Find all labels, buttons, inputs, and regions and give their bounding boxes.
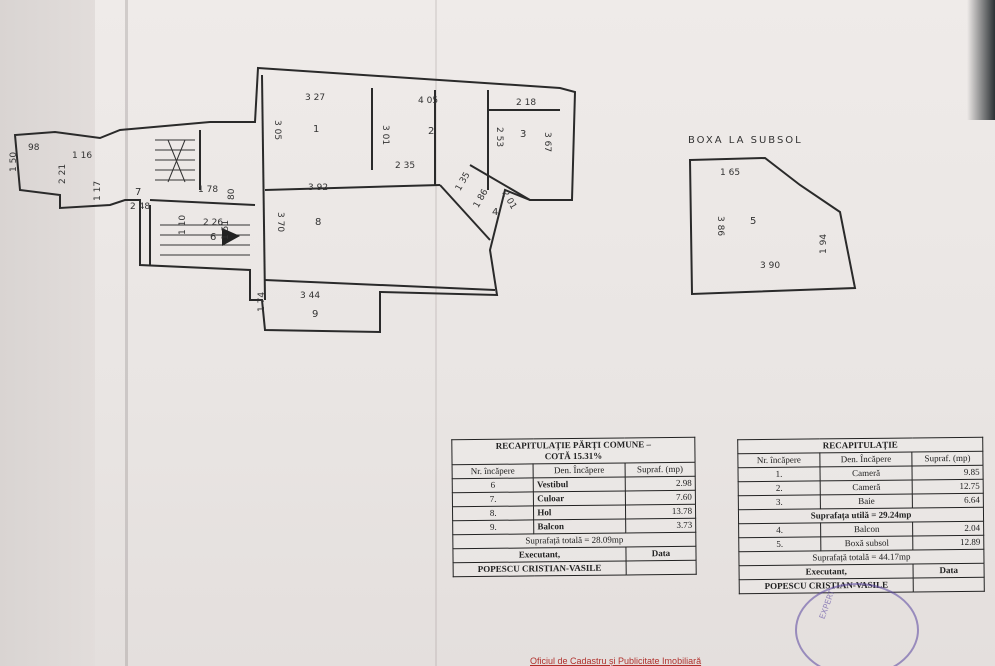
table-title: RECAPITULAȚIE PĂRȚI COMUNE –COTĂ 15.31%: [451, 437, 696, 465]
col-header-nr: Nr. încăpere: [452, 463, 534, 479]
basement-title: BOXA LA SUBSOL: [688, 135, 803, 146]
room-number: 7: [135, 187, 141, 198]
dim-label: 1 74: [257, 292, 267, 312]
col-header-den: Den. Încăpere: [819, 451, 913, 467]
dim-label: 3 05: [272, 120, 282, 140]
room-number: 8: [315, 217, 321, 228]
dim-label: 1 50: [9, 152, 19, 172]
data-label: Data: [625, 546, 697, 561]
dim-label: 1 94: [819, 234, 829, 254]
executant-name: POPESCU CRISTIAN-VASILE: [453, 560, 627, 577]
dim-label: 4 05: [418, 96, 438, 106]
dim-label: 3 90: [760, 261, 780, 271]
dim-label: 3 92: [308, 183, 328, 193]
dim-label: 2 21: [58, 164, 68, 184]
official-stamp: [795, 583, 919, 666]
common-parts-table: RECAPITULAȚIE PĂRȚI COMUNE –COTĂ 15.31% …: [451, 436, 697, 578]
room-number: 3: [520, 129, 526, 140]
dim-label: 3 27: [305, 93, 325, 103]
paper-fold-line: [125, 0, 128, 666]
footer-note: Oficiul de Cadastru și Publicitate Imobi…: [530, 656, 702, 666]
room-number: 2: [428, 126, 434, 137]
dim-label: 3 70: [275, 212, 285, 232]
dim-label: 2 26: [203, 218, 223, 228]
col-header-supr: Supraf. (mp): [912, 451, 983, 466]
col-header-nr: Nr. încăpere: [737, 452, 820, 468]
dim-label: 1 16: [72, 151, 92, 161]
dim-label: 1 35: [454, 171, 473, 193]
dim-label: 2 35: [395, 161, 415, 171]
dim-label: 1 78: [198, 185, 218, 195]
dim-label: 1 10: [178, 215, 188, 235]
dim-label: 2 18: [516, 98, 536, 108]
dim-label: 1 65: [720, 168, 740, 178]
data-cell: [913, 577, 985, 592]
dim-label: 3 01: [380, 125, 390, 145]
dim-label: 1 17: [93, 181, 103, 201]
room-number: 5: [750, 216, 756, 227]
dim-label: 3 86: [715, 216, 725, 236]
data-label: Data: [913, 563, 985, 578]
dim-label: 1 86: [472, 187, 491, 210]
dim-label: 2 53: [494, 127, 504, 147]
dim-label: 1 51: [221, 220, 231, 240]
dim-label: 3 67: [542, 132, 552, 152]
dim-label: 80: [227, 188, 237, 200]
room-number: 4: [492, 207, 498, 218]
dim-label: 98: [28, 143, 40, 153]
dim-label: 3 44: [300, 291, 320, 301]
col-header-supr: Supraf. (mp): [624, 462, 696, 477]
recap-table: RECAPITULAȚIE Nr. încăpere Den. Încăpere…: [737, 436, 985, 595]
background-edge: [967, 0, 995, 120]
paper-fold-line: [435, 0, 437, 666]
room-number: 6: [210, 232, 216, 243]
data-cell: [625, 560, 697, 575]
room-number: 9: [312, 309, 318, 320]
room-number: 1: [313, 124, 319, 135]
dim-label: 2 48: [130, 202, 150, 212]
col-header-den: Den. Încăpere: [533, 462, 626, 478]
